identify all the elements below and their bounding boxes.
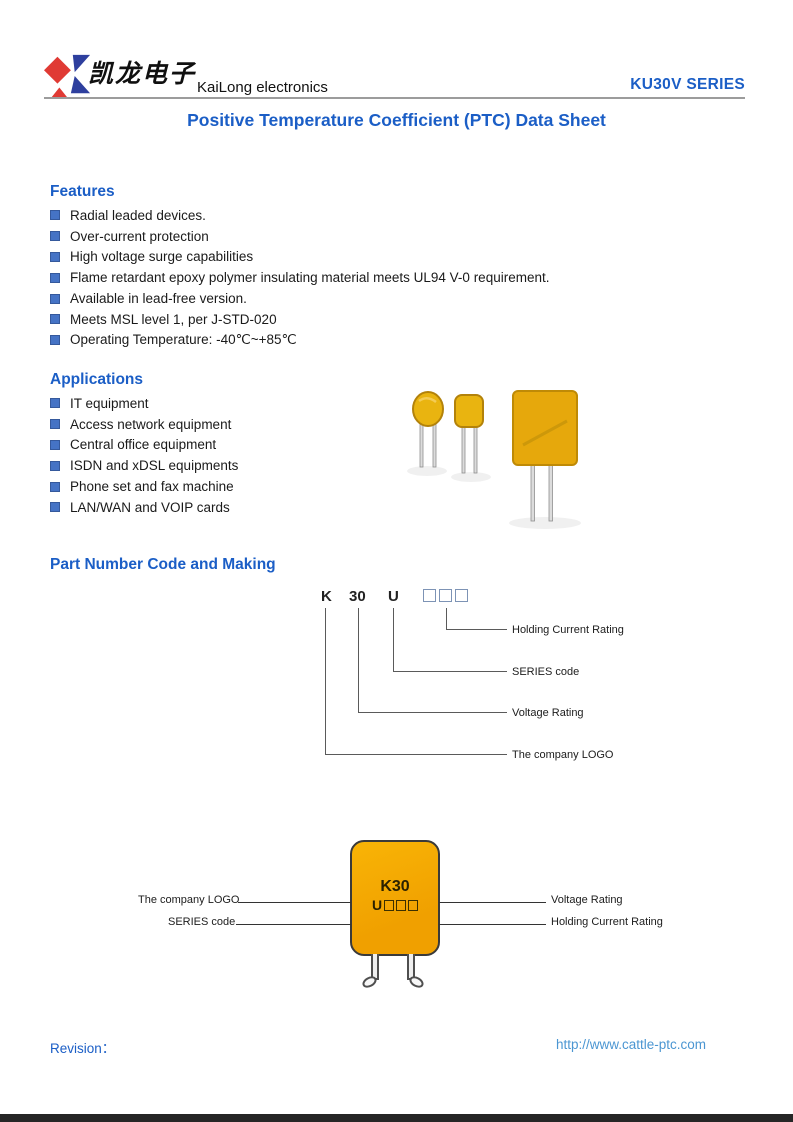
part-code-series-letter: U <box>388 588 399 605</box>
application-item: Phone set and fax machine <box>50 476 238 497</box>
device-callout-line-holding <box>439 924 546 925</box>
feature-text: Meets MSL level 1, per J-STD-020 <box>70 311 277 327</box>
bullet-square-icon <box>50 293 60 304</box>
digit-box-icon <box>384 899 395 911</box>
ptc-square-component-icon <box>454 394 484 474</box>
applications-section: Applications IT equipment Access network… <box>50 371 238 518</box>
digit-box-icon <box>423 589 436 602</box>
bullet-square-icon <box>50 210 60 221</box>
device-label-series-code: SERIES code <box>168 916 236 928</box>
bullet-square-icon <box>50 335 60 346</box>
device-callout-line-logo <box>238 902 351 903</box>
company-logo-icon <box>44 54 91 98</box>
feature-item: Operating Temperature: -40℃~+85℃ <box>50 330 549 351</box>
application-text: Phone set and fax machine <box>70 479 234 495</box>
feature-item: High voltage surge capabilities <box>50 247 549 268</box>
application-text: Central office equipment <box>70 437 217 453</box>
page-bottom-edge <box>0 1114 793 1122</box>
device-marking-line1: K30 <box>380 878 410 895</box>
part-label-holding-current: Holding Current Rating <box>512 624 624 636</box>
application-text: ISDN and xDSL equipments <box>70 458 239 474</box>
digit-box-icon <box>396 899 407 911</box>
website-link[interactable]: http://www.cattle-ptc.com <box>555 1037 706 1052</box>
feature-item: Over-current protection <box>50 226 549 247</box>
feature-text: Operating Temperature: -40℃~+85℃ <box>70 332 297 348</box>
features-list: Radial leaded devices. Over-current prot… <box>50 205 549 351</box>
connector-line-voltage-rating <box>358 608 507 713</box>
company-name-english: KaiLong electronics <box>197 79 328 96</box>
device-lead-right-foot <box>407 974 426 990</box>
features-heading: Features <box>50 183 115 200</box>
ptc-disc-component-icon <box>412 391 444 468</box>
part-code-logo-letter: K <box>321 588 332 605</box>
device-callout-line-voltage <box>439 902 546 903</box>
part-label-voltage-rating: Voltage Rating <box>512 707 584 719</box>
part-label-series-code: SERIES code <box>512 666 580 678</box>
feature-item: Radial leaded devices. <box>50 205 549 226</box>
bullet-square-icon <box>50 398 60 409</box>
ptc-large-component-icon <box>512 390 578 522</box>
features-section: Features Radial leaded devices. Over-cur… <box>50 183 549 351</box>
device-label-voltage-rating: Voltage Rating <box>551 894 623 906</box>
application-text: LAN/WAN and VOIP cards <box>70 499 230 515</box>
device-series-letter: U <box>371 897 383 913</box>
application-item: ISDN and xDSL equipments <box>50 455 238 476</box>
digit-box-icon <box>455 589 468 602</box>
part-label-company-logo: The company LOGO <box>512 749 614 761</box>
feature-item: Meets MSL level 1, per J-STD-020 <box>50 309 549 330</box>
part-code-digit-boxes <box>423 589 468 602</box>
device-body: K30 U <box>350 840 440 956</box>
series-label: KU30V SERIES <box>630 76 745 93</box>
feature-item: Available in lead-free version. <box>50 288 549 309</box>
feature-text: High voltage surge capabilities <box>70 249 254 265</box>
header-divider <box>44 97 745 99</box>
device-label-holding-current: Holding Current Rating <box>551 916 663 928</box>
bullet-square-icon <box>50 419 60 430</box>
part-number-heading: Part Number Code and Making <box>50 556 276 573</box>
connector-line-series-code <box>393 608 507 672</box>
connector-line-holding-current <box>446 608 507 630</box>
application-text: Access network equipment <box>70 416 232 432</box>
bullet-square-icon <box>50 251 60 262</box>
application-text: IT equipment <box>70 395 149 411</box>
device-label-company-logo: The company LOGO <box>138 894 240 906</box>
product-photo <box>407 390 581 529</box>
device-marking-line2: U <box>352 897 438 913</box>
digit-box-icon <box>408 899 419 911</box>
applications-list: IT equipment Access network equipment Ce… <box>50 393 238 518</box>
bullet-square-icon <box>50 481 60 492</box>
bullet-square-icon <box>50 314 60 325</box>
revision-label: Revision： <box>50 1041 116 1056</box>
bullet-square-icon <box>50 460 60 471</box>
feature-text: Over-current protection <box>70 228 209 244</box>
application-item: Central office equipment <box>50 435 238 456</box>
bullet-square-icon <box>50 231 60 242</box>
part-code-voltage: 30 <box>349 588 366 605</box>
company-name-chinese: 凯龙电子 <box>88 59 197 88</box>
applications-heading: Applications <box>50 371 144 388</box>
feature-text: Flame retardant epoxy polymer insulating… <box>70 270 550 286</box>
device-callout-line-series <box>236 924 351 925</box>
feature-text: Available in lead-free version. <box>70 291 247 307</box>
bullet-square-icon <box>50 272 60 283</box>
application-item: Access network equipment <box>50 414 238 435</box>
application-item: IT equipment <box>50 393 238 414</box>
feature-text: Radial leaded devices. <box>70 207 206 223</box>
connector-line-company-logo <box>325 608 507 755</box>
feature-item: Flame retardant epoxy polymer insulating… <box>50 267 549 288</box>
page-title: Positive Temperature Coefficient (PTC) D… <box>187 110 606 130</box>
bullet-square-icon <box>50 439 60 450</box>
bullet-square-icon <box>50 502 60 513</box>
application-item: LAN/WAN and VOIP cards <box>50 497 238 518</box>
digit-box-icon <box>439 589 452 602</box>
